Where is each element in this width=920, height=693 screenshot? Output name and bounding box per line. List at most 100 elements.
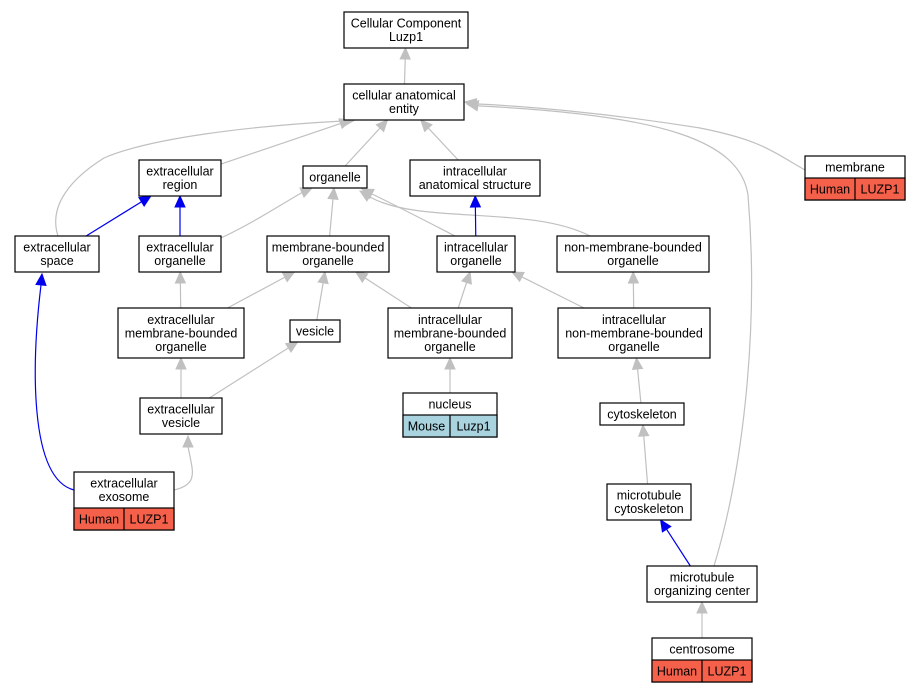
node-label-line: vesicle (162, 416, 200, 430)
edge-ias-to-cae (419, 119, 459, 161)
node-label-line: extracellular (23, 241, 90, 255)
gene-label: LUZP1 (130, 513, 169, 527)
node-label-line: space (40, 254, 73, 268)
node-label-line: region (163, 178, 198, 192)
edge-extorg-to-organelle (220, 187, 314, 239)
arrowhead-icon (627, 270, 640, 284)
node-box (343, 83, 465, 121)
node-label-line: extracellular (90, 477, 157, 491)
edge-imbo-to-mbo (354, 271, 412, 309)
species-label: Human (79, 513, 119, 527)
edge-vesicle-to-mbo (316, 270, 329, 321)
node-inmbo: intracellularnon-membrane-boundedorganel… (557, 307, 711, 359)
node-label-line: extracellular (146, 165, 213, 179)
node-box (289, 319, 341, 343)
node-label-line: extracellular (147, 403, 214, 417)
node-label-line: organizing center (654, 584, 750, 598)
species-label: Human (657, 665, 697, 679)
edge-extorg-to-extreg (174, 194, 186, 236)
node-label-line: organelle (607, 254, 658, 268)
node-label-line: membrane (825, 160, 885, 174)
node-label-line: Luzp1 (389, 30, 423, 44)
edges-layer (34, 46, 806, 638)
edge-nucleus-to-imbo (444, 356, 456, 393)
node-label-line: extracellular (147, 313, 214, 327)
edge-extves-to-vesicle (209, 341, 299, 399)
node-label-line: cytoskeleton (607, 407, 677, 421)
node-cytoskeleton: cytoskeleton (599, 402, 685, 426)
node-box (14, 235, 100, 273)
node-box (343, 11, 469, 49)
edge-exosome-to-extspace (34, 272, 75, 491)
edge-extreg-to-cae (220, 118, 353, 165)
node-label-line: microtubule (670, 571, 735, 585)
node-vesicle: vesicle (289, 319, 341, 343)
edge-imbo-to-intorg (457, 270, 472, 309)
node-label-line: membrane-bounded (272, 241, 385, 255)
arrowhead-icon (399, 46, 411, 60)
arrowhead-icon (354, 271, 369, 284)
gene-label: Luzp1 (456, 420, 490, 434)
arrowhead-icon (444, 356, 456, 370)
node-box (138, 159, 222, 197)
node-organelle: organelle (302, 165, 368, 189)
edge-mtcyto-to-cytoskeleton (638, 423, 650, 485)
edge-inmbo-to-nmbo (627, 270, 640, 309)
arrowhead-icon (638, 423, 650, 437)
node-box (556, 235, 710, 273)
edge-nmbo-to-organelle (358, 190, 591, 237)
edge-membrane-to-cae (463, 98, 806, 171)
species-label: Human (810, 183, 850, 197)
node-label-line: intracellular (418, 313, 482, 327)
node-label-line: organelle (302, 254, 353, 268)
node-label-line: organelle (608, 340, 659, 354)
edge-cytoskeleton-to-inmbo (631, 356, 644, 404)
edge-embo-to-mbo (227, 271, 296, 309)
arrowhead-icon (419, 119, 433, 133)
arrowhead-icon (174, 270, 187, 284)
edge-mtoc-to-mtcyto (659, 518, 691, 567)
arrowhead-icon (510, 271, 525, 283)
node-label-line: organelle (155, 340, 206, 354)
arrowhead-icon (696, 600, 708, 614)
node-label-line: microtubule (617, 489, 682, 503)
node-box (387, 307, 513, 359)
node-label-line: cellular anatomical (352, 89, 456, 103)
edge-cae-to-root (399, 46, 411, 85)
arrowhead-icon (175, 356, 187, 370)
node-box (599, 402, 685, 426)
arrowhead-icon (659, 518, 672, 533)
arrowhead-icon (138, 195, 152, 207)
arrowhead-icon (358, 190, 373, 202)
arrowhead-icon (35, 272, 47, 286)
node-label-line: anatomical structure (419, 178, 532, 192)
node-label-line: organelle (154, 254, 205, 268)
arrowhead-icon (375, 119, 389, 133)
node-label-line: exosome (99, 490, 150, 504)
node-box (117, 307, 245, 359)
edge-mtoc-to-cae (465, 100, 753, 567)
arrowhead-icon (281, 271, 296, 283)
node-box (436, 235, 516, 273)
node-label-line: membrane-bounded (125, 326, 238, 340)
node-label-line: centrosome (669, 642, 734, 656)
edge-embo-to-extorg (174, 270, 187, 309)
node-label-line: entity (389, 102, 420, 116)
edge-intorg-to-ias (469, 194, 482, 237)
node-label-line: intracellular (444, 241, 508, 255)
arrowhead-icon (631, 356, 644, 371)
arrowhead-icon (284, 341, 299, 354)
node-label-line: organelle (450, 254, 501, 268)
